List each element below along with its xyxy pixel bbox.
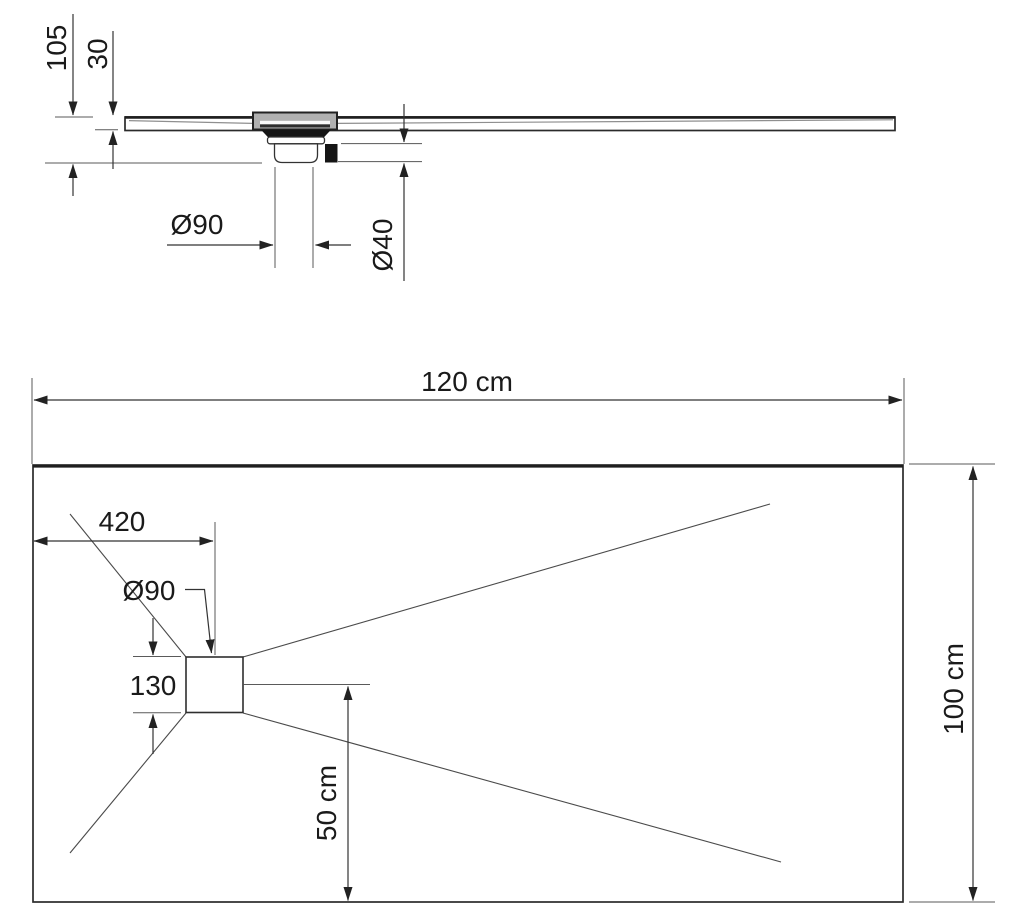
dim-label-drain-grate-size: 130 <box>130 670 177 701</box>
fold-line-top-right <box>242 503 771 658</box>
dim-label-siphon-diameter: Ø90 <box>171 209 224 240</box>
dim-label-drain-hole-diameter: Ø90 <box>123 575 176 606</box>
dim-label-drain-offset-bottom: 50 cm <box>311 765 342 841</box>
leader-d90 <box>185 588 215 654</box>
fold-line-bottom-left <box>69 712 187 854</box>
plan-view: 120 cm 100 cm 420 Ø90 130 50 cm <box>31 366 995 903</box>
tray-profile <box>124 116 896 132</box>
fold-line-bottom-right <box>242 712 782 863</box>
dim-label-total-height: 105 <box>41 25 72 72</box>
dim-label-drain-offset-left: 420 <box>99 506 146 537</box>
section-view: 105 30 Ø90 Ø40 <box>41 14 896 281</box>
drain-outlet-stub <box>325 144 338 163</box>
tray-slope-line-right <box>337 119 894 124</box>
dim-label-depth: 100 cm <box>938 643 969 735</box>
dim-label-tray-thickness: 30 <box>82 38 113 69</box>
drain-square <box>185 656 244 714</box>
dim-label-width: 120 cm <box>421 366 513 397</box>
tray-slope-line-left <box>128 120 253 124</box>
dim-label-outlet-diameter: Ø40 <box>367 219 398 272</box>
drain-siphon-cup <box>273 143 319 164</box>
drain-cover-slot-shadow <box>260 124 330 128</box>
drain-collar <box>266 136 326 145</box>
drain-flange <box>261 129 331 138</box>
drain-cover-slot <box>260 120 330 125</box>
